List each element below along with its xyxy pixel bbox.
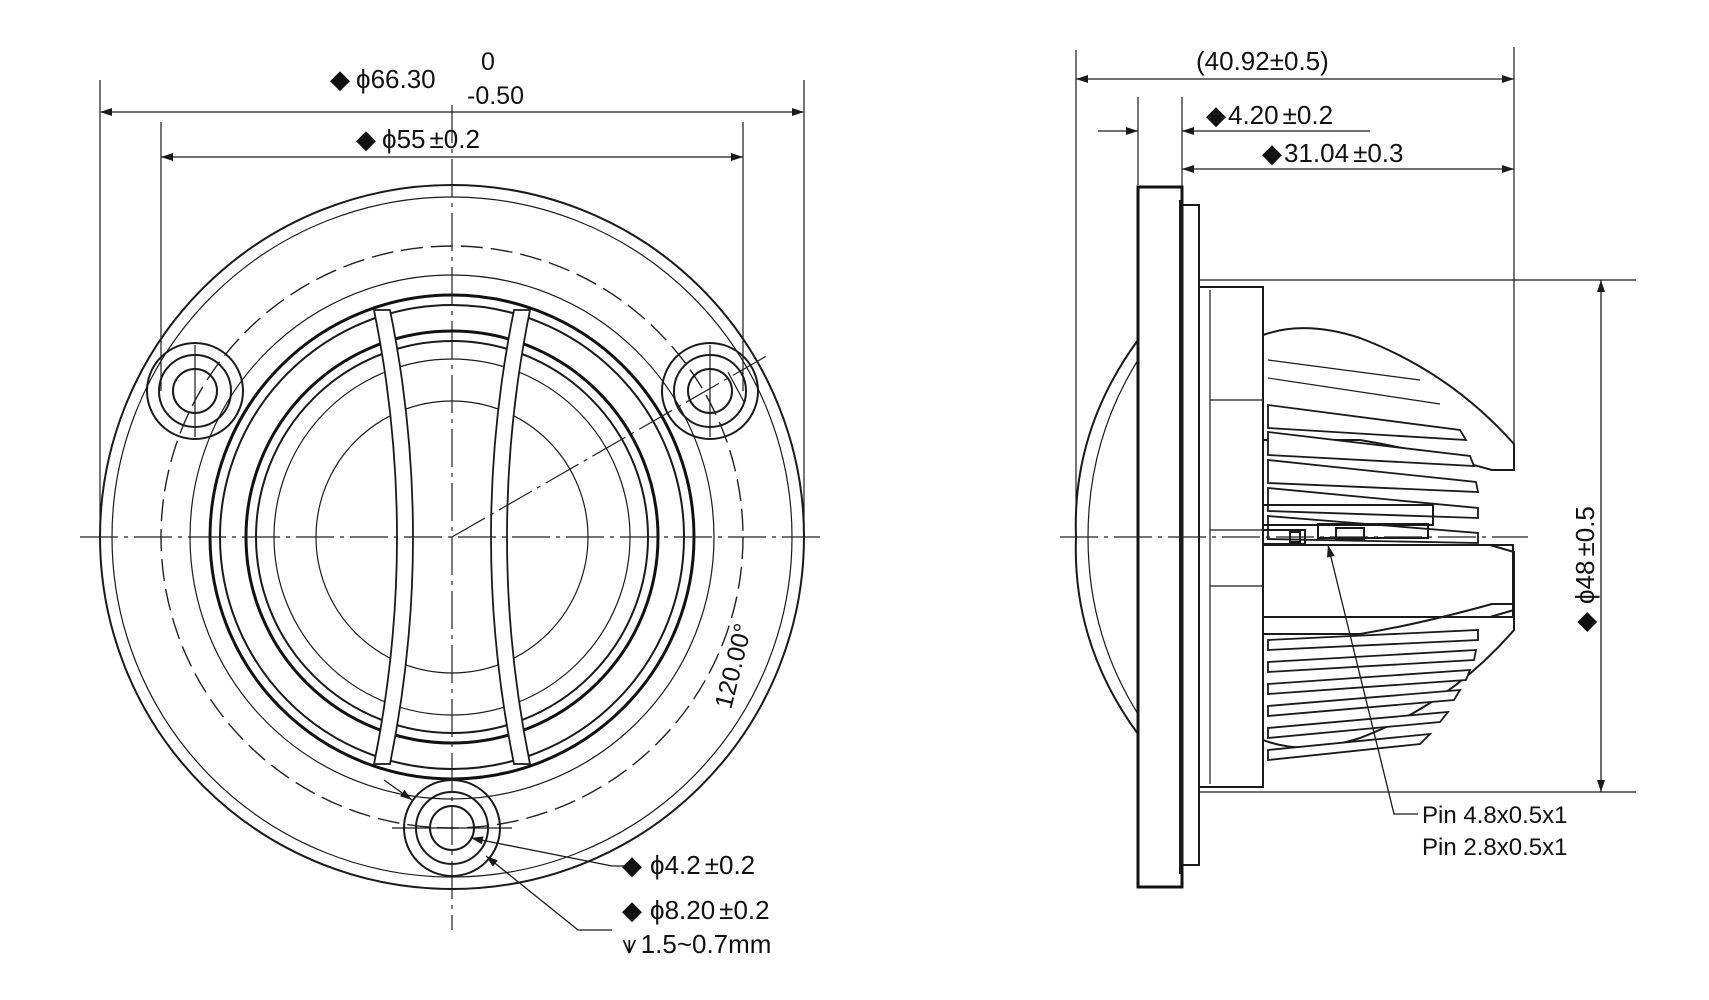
pin-label-1: Pin 4.8x0.5x1 bbox=[1422, 802, 1567, 829]
terminal-pins bbox=[1262, 504, 1434, 545]
dim-bolt-circle-value: ◆ϕ55±0.2 bbox=[356, 124, 480, 154]
pin-label-2: Pin 2.8x0.5x1 bbox=[1422, 834, 1567, 861]
dim-outer-diameter-upper-tol: 0 bbox=[481, 48, 495, 76]
leader-pins bbox=[1326, 544, 1418, 815]
dim-hole-diameter: ◆ϕ4.2±0.2 bbox=[622, 850, 755, 880]
leader-hole-diameter bbox=[470, 836, 626, 867]
dim-counterbore-diameter: ◆ϕ8.20±0.2 bbox=[622, 895, 770, 925]
front-view: ◆ϕ66.30 0 -0.50 ◆ϕ55±0.2 120.00° ◆ϕ4.2±0… bbox=[80, 48, 826, 959]
dim-outer-diameter-value: ◆ϕ66.30 bbox=[330, 64, 436, 94]
leader-top-hole bbox=[383, 779, 413, 801]
dim-overall-depth: (40.92±0.5) bbox=[1196, 46, 1329, 76]
dim-hole-angle: 120.00° bbox=[710, 621, 758, 712]
hole-angle-centerline bbox=[451, 353, 771, 538]
side-view: (40.92±0.5) ◆4.20±0.2 ◆31.04±0.3 ◆ϕ48±0.… bbox=[1060, 46, 1636, 889]
dim-body-diameter: ◆ϕ48±0.5 bbox=[1570, 506, 1600, 632]
flange-back-ring bbox=[1181, 204, 1200, 866]
dim-flange-thickness: ◆4.20±0.2 bbox=[1206, 100, 1333, 130]
heatsink-fins-lower bbox=[1267, 629, 1479, 761]
dim-outer-diameter-lower-tol: -0.50 bbox=[467, 82, 524, 110]
leader-counterbore bbox=[485, 855, 612, 931]
dim-body-depth: ◆31.04±0.3 bbox=[1262, 138, 1404, 168]
rear-terminal-block bbox=[1262, 544, 1514, 618]
angle-tick-right-hole bbox=[727, 371, 745, 403]
grille-bars bbox=[372, 309, 532, 765]
heatsink-fins-upper bbox=[1267, 359, 1480, 544]
dim-counterbore-depth: ⩛1.5~0.7mm bbox=[622, 929, 771, 959]
rear-terminal-chamfer bbox=[1489, 544, 1515, 618]
